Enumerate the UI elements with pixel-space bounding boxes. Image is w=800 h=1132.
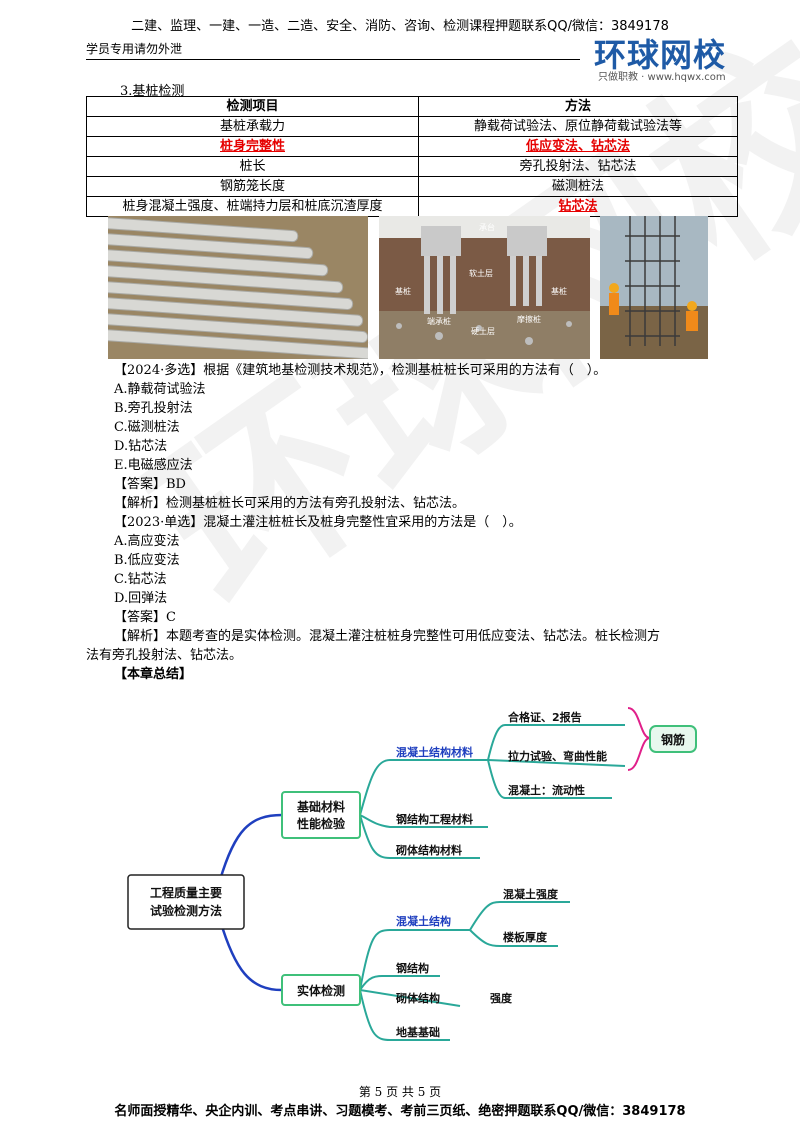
option: B.低应变法 [114,553,180,568]
option: C.钻芯法 [114,572,167,587]
mindmap-leaf: 钢结构工程材料 [396,812,473,826]
question-stem: 【2023·单选】混凝土灌注桩桩长及桩身完整性宜采用的方法是（ ）。 [114,515,522,530]
table-header: 检测项目 [86,96,419,117]
mindmap-root: 试验检测方法 [150,903,222,918]
table-row: 桩长 旁孔投射法、钻芯法 [86,156,738,177]
question-stem: 【2024·多选】根据《建筑地基检测技术规范》，检测基桩桩长可采用的方法有（ ）… [114,363,607,378]
table-cell: 桩长 [86,156,419,177]
answer: 【答案】C [114,610,176,625]
brand-tagline: 只做职教 · www.hqwx.com [598,72,726,83]
diagram-label: 端承桩 [427,316,451,326]
mindmap-leaf: 合格证、2报告 [508,710,582,724]
header-top-line: 二建、监理、一建、一造、二造、安全、消防、咨询、检测课程押题联系QQ/微信：38… [131,19,669,34]
mindmap-node: 性能检验 [296,816,346,831]
table-cell: 钻芯法 [418,196,738,217]
section-title: 3.基桩检测 [120,84,185,99]
answer: 【答案】BD [114,477,186,492]
table-header-row: 检测项目 方法 [86,96,738,117]
brand-logo: 环球网校 [594,36,727,74]
option: B.旁孔投射法 [114,401,193,416]
page-number: 第 5 页 共 5 页 [358,1085,442,1099]
mindmap-leaf: 楼板厚度 [503,930,548,944]
rebar-cage-photo [600,216,708,359]
chapter-mindmap: 工程质量主要 试验检测方法 基础材料 性能检验 实体检测 钢筋 混凝土结构材料 … [127,707,697,1041]
core-samples-photo [108,216,368,359]
analysis: 【解析】本题考查的是实体检测。混凝土灌注桩桩身完整性可用低应变法、钻芯法。桩长检… [114,629,661,644]
highlight-text: 桩身完整性 [219,139,285,154]
mindmap-leaf: 钢结构 [396,961,429,975]
diagram-label: 基桩 [395,286,411,296]
analysis: 法有旁孔投射法、钻芯法。 [86,648,243,663]
table-header: 方法 [418,96,738,117]
mindmap-leaf: 混凝土：流动性 [508,783,585,797]
header-left-note: 学员专用请勿外泄 [86,42,183,56]
analysis: 【解析】检测基桩桩长可采用的方法有旁孔投射法、钻芯法。 [114,496,466,511]
table-cell: 静载荷试验法、原位静荷载试验法等 [418,116,738,137]
diagram-label: 硬土层 [471,326,495,336]
option: D.回弹法 [114,591,168,606]
mindmap-leaf: 砌体结构材料 [395,843,462,857]
table-cell: 旁孔投射法、钻芯法 [418,156,738,177]
mindmap-node: 钢筋 [661,732,685,747]
table-cell: 磁测桩法 [418,176,738,197]
table-row: 桩身完整性 低应变法、钻芯法 [86,136,738,157]
option: D.钻芯法 [114,439,168,454]
option: A.高应变法 [114,534,180,549]
option: C.磁测桩法 [114,420,180,435]
table-cell: 钢筋笼长度 [86,176,419,197]
diagram-label: 摩擦桩 [517,314,541,324]
table-row: 钢筋笼长度 磁测桩法 [86,176,738,197]
table-cell: 桩身完整性 [86,136,419,157]
option: A.静载荷试验法 [114,382,206,397]
mindmap-node: 实体检测 [297,983,345,998]
mindmap-leaf: 地基基础 [396,1025,440,1039]
table-cell: 桩身混凝土强度、桩端持力层和桩底沉渣厚度 [86,196,419,217]
mindmap-leaf: 强度 [490,991,513,1005]
diagram-label: 软土层 [469,268,493,278]
highlight-text: 低应变法、钻芯法 [525,139,630,154]
table-cell: 基桩承载力 [86,116,419,137]
mindmap-leaf: 混凝土结构 [396,914,451,928]
highlight-text: 钻芯法 [558,199,598,214]
mindmap-leaf: 拉力试验、弯曲性能 [508,749,607,763]
diagram-label: 基桩 [551,286,567,296]
mindmap-leaf: 混凝土结构材料 [396,745,473,759]
header-rule [86,59,580,60]
table-row: 基桩承载力 静载荷试验法、原位静荷载试验法等 [86,116,738,137]
table-cell: 低应变法、钻芯法 [418,136,738,157]
mindmap-node: 基础材料 [296,799,345,814]
table-row: 桩身混凝土强度、桩端持力层和桩底沉渣厚度 钻芯法 [86,196,738,217]
summary-title: 【本章总结】 [114,667,193,682]
option: E.电磁感应法 [114,458,193,473]
footer-line: 名师面授精华、央企内训、考点串讲、习题模考、考前三页纸、绝密押题联系QQ/微信：… [114,1104,686,1119]
pile-section-diagram: 承台 软土层 基桩 端承桩 硬土层 摩擦桩 基桩 [379,216,590,359]
mindmap-root: 工程质量主要 [150,885,222,900]
mindmap-leaf: 砌体结构 [395,991,440,1005]
diagram-label: 承台 [479,222,495,232]
pile-test-table: 检测项目 方法 基桩承载力 静载荷试验法、原位静荷载试验法等 桩身完整性 低应变… [86,96,738,217]
mindmap-leaf: 混凝土强度 [503,887,559,901]
